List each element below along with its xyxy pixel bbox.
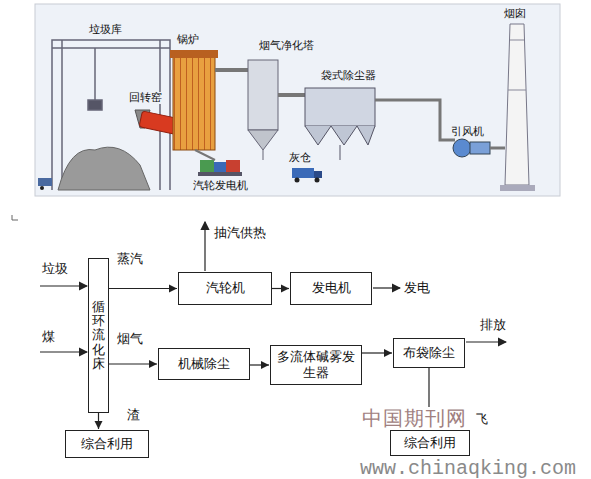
node-text: 综合利用 [404, 435, 456, 451]
illustration-panel [35, 4, 560, 196]
flow-arrow [272, 285, 289, 293]
output-box: 综合利用 [390, 430, 470, 456]
flow-arrows [40, 222, 506, 352]
corner-mark [12, 220, 18, 221]
ash-silo-truck [292, 168, 322, 183]
process-column: 循环流化床 [88, 258, 109, 413]
boiler [173, 55, 215, 150]
node-text: 布袋除尘 [403, 345, 455, 361]
label: 烟囱 [503, 8, 527, 20]
label: 烟气净化塔 [258, 40, 315, 52]
output-arrow [204, 222, 205, 271]
output-box: 综合利用 [65, 430, 149, 458]
duct [375, 100, 455, 140]
label: 汽轮发电机 [192, 180, 249, 192]
watermark: www.chinaqking.com [360, 458, 576, 479]
node-text: 发电机 [312, 280, 351, 296]
output-label: 发电 [404, 281, 430, 295]
label: 引风机 [450, 126, 485, 138]
label: 垃圾库 [88, 24, 123, 36]
edge-label: 蒸汽 [116, 252, 144, 266]
output-arrow [466, 341, 506, 342]
label: 锅炉 [176, 34, 200, 46]
flow-arrow [362, 349, 392, 357]
label: 飞 [476, 413, 488, 426]
node-text: 综合利用 [81, 436, 133, 452]
corner-mark [12, 215, 13, 220]
waste-pile [58, 147, 150, 190]
node-text: 多流体碱雾发生器 [271, 349, 361, 382]
output-label: 抽汽供热 [214, 226, 266, 240]
flue-duct [215, 68, 250, 72]
input-label: 垃圾 [42, 262, 68, 276]
chimney [505, 24, 529, 185]
node-text: 汽轮机 [206, 280, 245, 296]
boiler-top [170, 50, 218, 58]
process-box: 汽轮机 [178, 272, 272, 305]
chimney-base [500, 185, 535, 191]
output-label: 排放 [480, 318, 506, 332]
process-box: 布袋除尘 [393, 338, 465, 368]
output-arrow [373, 287, 400, 288]
induced-draft-fan [453, 139, 490, 157]
node-text: 机械除尘 [178, 356, 230, 372]
input-label: 煤 [42, 330, 55, 344]
process-box: 机械除尘 [158, 348, 250, 380]
steam-pipe [195, 150, 215, 160]
input-arrow [40, 285, 87, 286]
watermark: 中国期刊网 [362, 407, 467, 429]
duct [278, 93, 305, 97]
duct [490, 147, 505, 150]
label: 袋式除尘器 [320, 70, 377, 82]
flow-arrow [95, 413, 103, 429]
turbine-generator [198, 160, 242, 176]
edge-label: 烟气 [116, 332, 144, 346]
process-box: 多流体碱雾发生器 [270, 345, 362, 385]
bag-filter [305, 88, 375, 160]
purification-tower [248, 60, 278, 160]
label: 灰仓 [288, 152, 312, 164]
flow-arrow [250, 361, 269, 369]
input-arrow [40, 351, 87, 352]
bunker-truck [38, 178, 52, 190]
process-box: 发电机 [290, 272, 372, 305]
node-text: 循环流化床 [92, 300, 105, 371]
edge-label: 渣 [126, 408, 141, 422]
flow-arrow [109, 285, 177, 293]
label: 回转窑 [128, 92, 163, 104]
flow-arrow [109, 360, 157, 368]
